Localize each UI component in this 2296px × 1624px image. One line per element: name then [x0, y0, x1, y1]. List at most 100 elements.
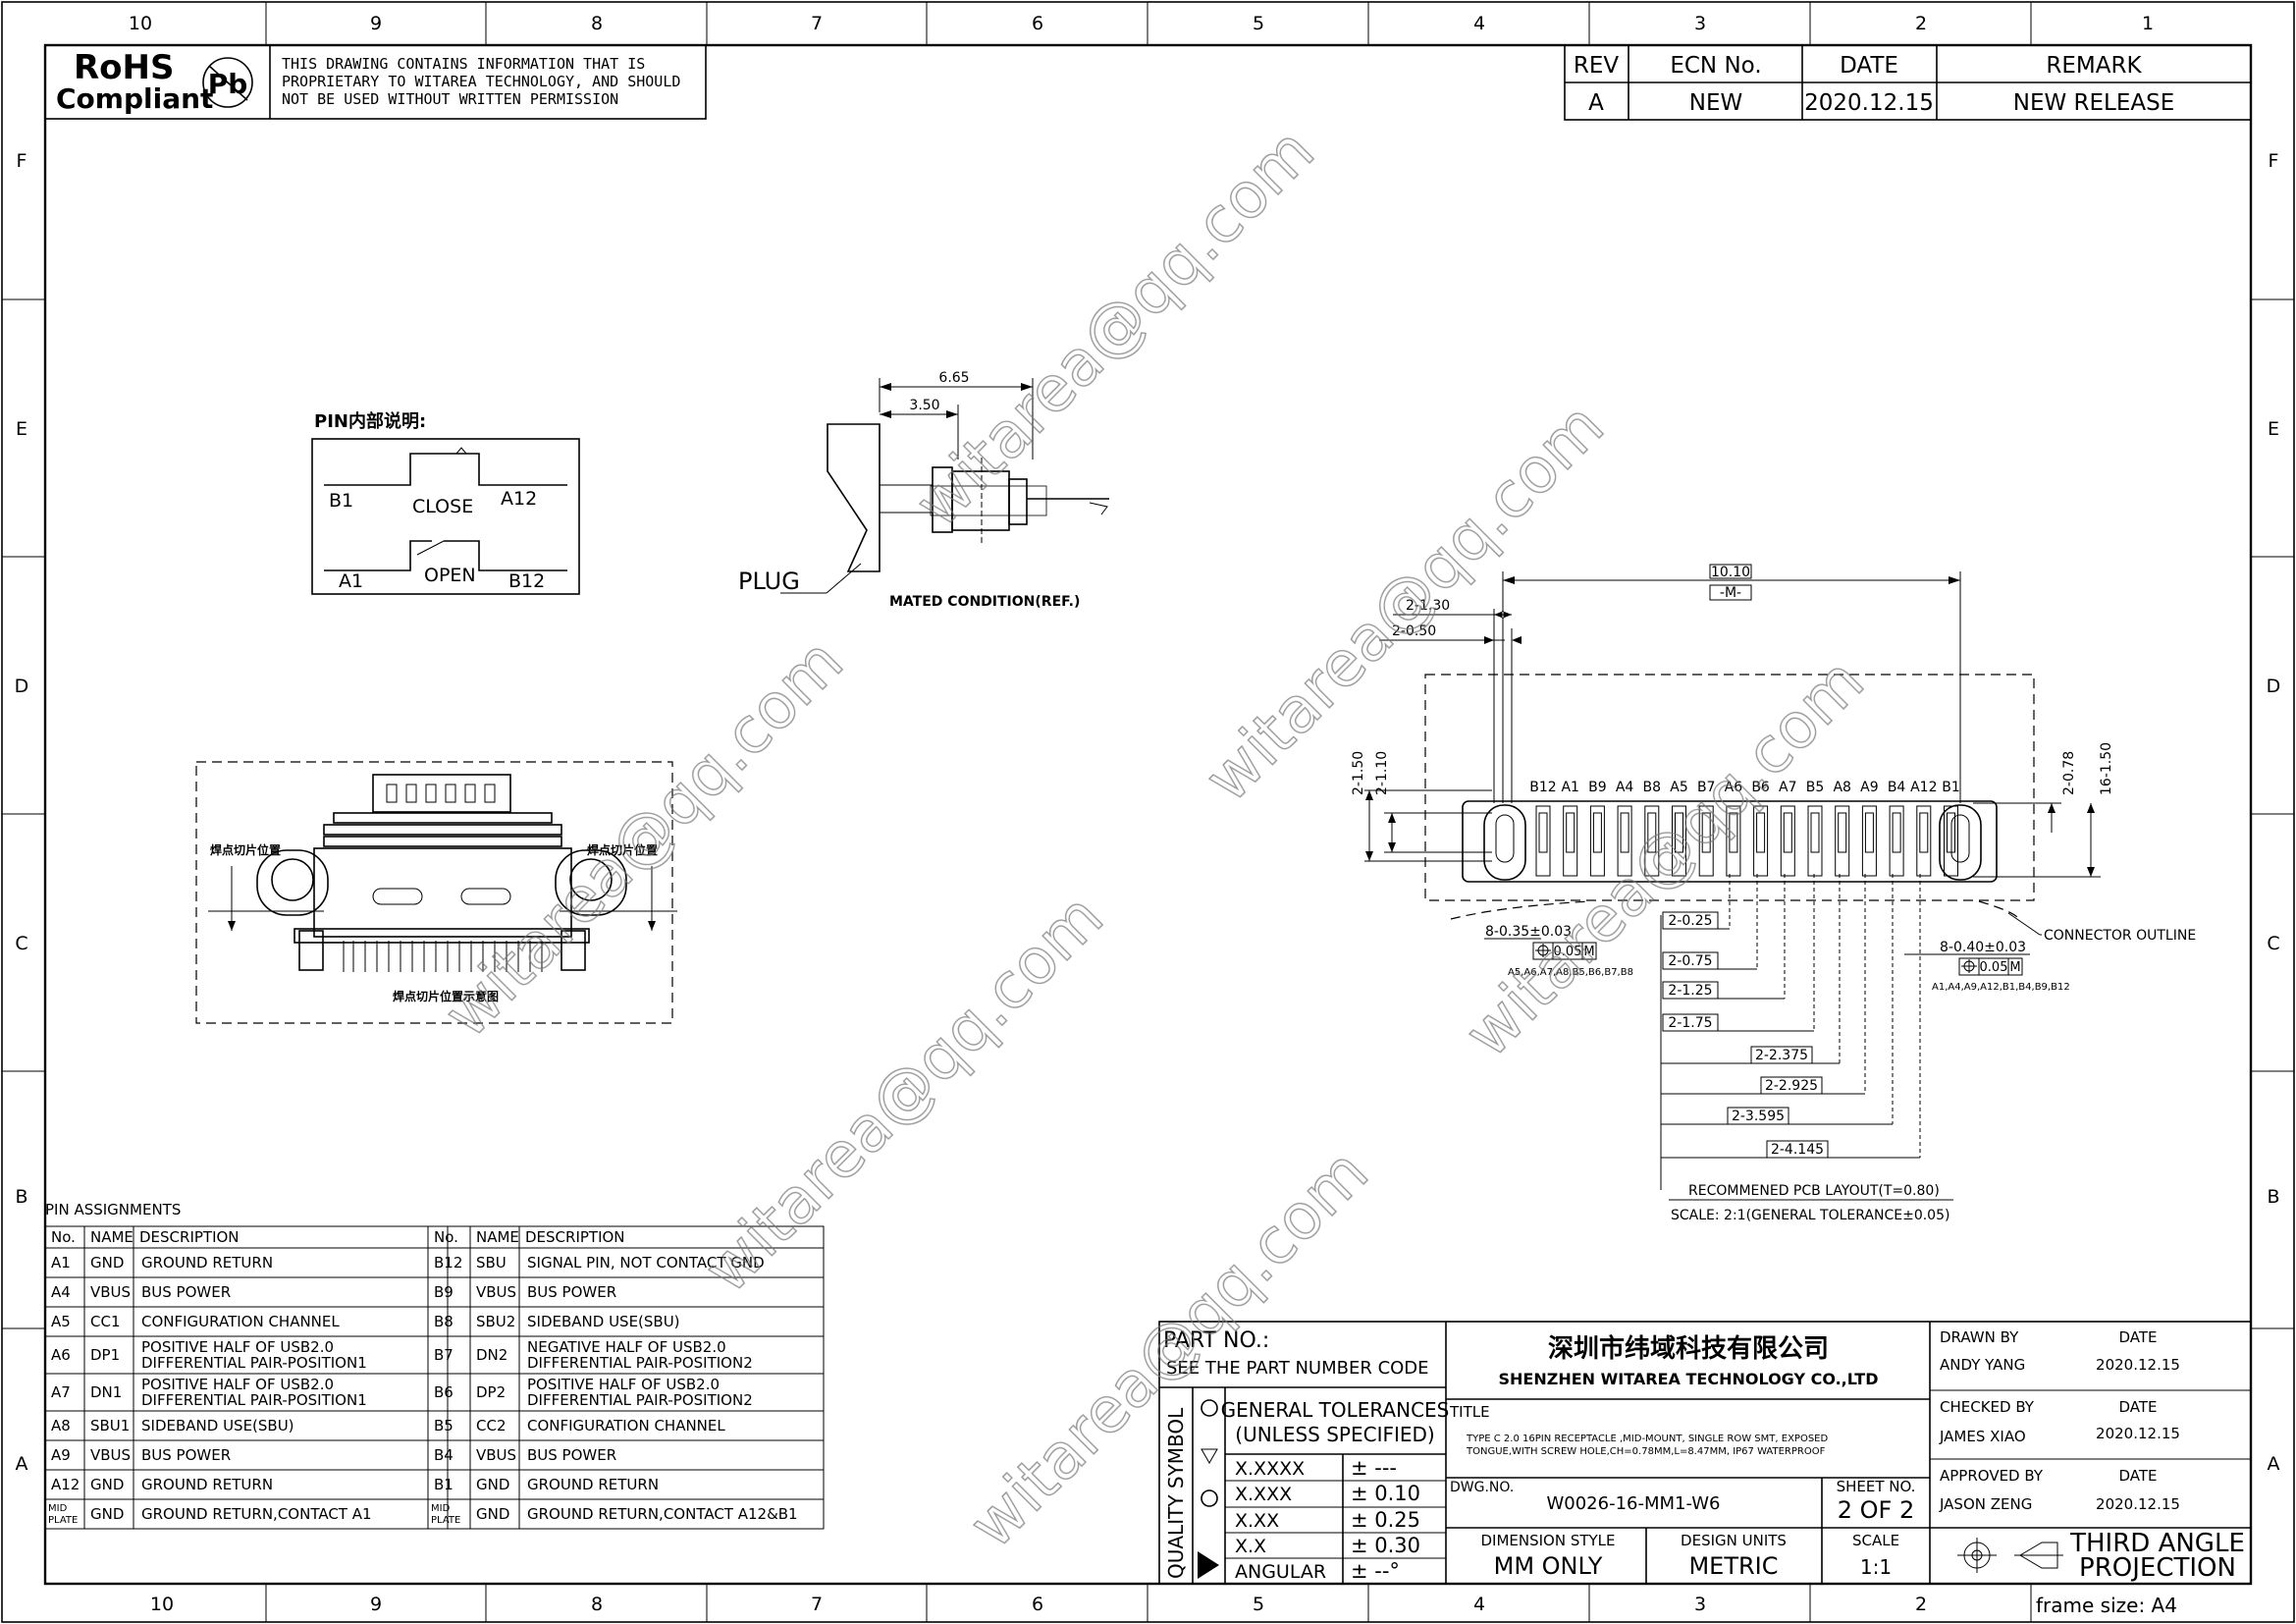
pin-no: B12 — [434, 1254, 462, 1272]
zone-rows: F E D C B A F E D C B A — [2, 150, 2294, 1475]
quality-symbol-icons — [1198, 1399, 1219, 1579]
dim-left-h2: 2-1.10 — [1374, 751, 1390, 795]
pin-desc: POSITIVE HALF OF USB2.0 — [141, 1376, 334, 1393]
pin-name: VBUS — [476, 1283, 516, 1301]
pin-desc: GROUND RETURN — [141, 1476, 273, 1493]
offset-dim: 2-4.145 — [1771, 1142, 1824, 1158]
zone-col-bottom: 2 — [1915, 1594, 1927, 1615]
general-tol-label: GENERAL TOLERANCES — [1221, 1398, 1450, 1422]
notice-line: NOT BE USED WITHOUT WRITTEN PERMISSION — [282, 90, 618, 108]
pcb-pad — [1589, 805, 1605, 877]
drawn-by: ANDY YANG — [1940, 1356, 2025, 1374]
zone-col-bottom: 3 — [1694, 1594, 1706, 1615]
pcb-pin-label: B5 — [1806, 780, 1825, 795]
plug-label: PLUG — [738, 568, 800, 595]
pin-table-header: DESCRIPTION — [525, 1228, 625, 1246]
rev-header: DATE — [1840, 53, 1898, 79]
tolerance-value: ± --- — [1351, 1456, 1397, 1480]
large-pad-pins: A1,A4,A9,A12,B1,B4,B9,B12 — [1932, 982, 2070, 993]
offset-dim: 2-2.375 — [1755, 1048, 1808, 1063]
pcb-pad — [1861, 805, 1877, 877]
pcb-pad-inner — [1592, 812, 1602, 853]
pin-name: VBUS — [90, 1283, 131, 1301]
pin-desc: GROUND RETURN — [141, 1254, 273, 1272]
part-no-note: SEE THE PART NUMBER CODE — [1166, 1358, 1429, 1379]
zone-row-left: B — [15, 1186, 27, 1208]
pin-desc: CONFIGURATION CHANNEL — [527, 1417, 725, 1435]
rev-cell: NEW — [1689, 90, 1742, 116]
zone-col-top: 4 — [1473, 13, 1485, 34]
zone-row-left: E — [16, 418, 27, 440]
pin-name: SBU2 — [476, 1313, 515, 1330]
pcb-pin-label: B4 — [1888, 780, 1906, 795]
pin-no: A1 — [51, 1254, 71, 1272]
third-angle-projection-icon — [1957, 1538, 2063, 1573]
pin-table-row — [427, 1498, 825, 1530]
title-text: TYPE C 2.0 16PIN RECEPTACLE ,MID-MOUNT, … — [1466, 1434, 1828, 1444]
pin-name: DN1 — [90, 1383, 122, 1401]
pin-desc: BUS POWER — [141, 1446, 231, 1464]
scale-label: SCALE — [1852, 1532, 1899, 1549]
large-pad-tol: 0.05 — [1980, 960, 2008, 975]
solder-right-label: 焊点切片位置 — [587, 842, 658, 857]
pcb-pad — [1889, 805, 1904, 877]
pin-name: DN2 — [476, 1346, 507, 1364]
zone-row-right: C — [2267, 933, 2279, 954]
zone-col-bottom: 8 — [591, 1594, 603, 1615]
pin-no: MID — [48, 1503, 68, 1514]
rev-header: ECN No. — [1670, 53, 1761, 79]
position-tolerance-icon — [1535, 944, 1551, 957]
large-pad-datum: M — [2009, 960, 2020, 975]
tolerance-value: ± 0.30 — [1351, 1534, 1420, 1557]
pin-internal-diagram: PIN内部说明: B1 CLOSE A12 A1 OPEN B12 — [311, 410, 580, 595]
pcb-pin-label: A1 — [1561, 780, 1578, 795]
pcb-pad-inner — [1729, 812, 1738, 853]
pcb-pin-label: A6 — [1725, 780, 1743, 795]
pin-no: A4 — [51, 1283, 71, 1301]
checked-by-label: CHECKED BY — [1940, 1398, 2035, 1416]
pin-desc: DIFFERENTIAL PAIR-POSITION2 — [527, 1391, 753, 1409]
pcb-scale: SCALE: 2:1(GENERAL TOLERANCE±0.05) — [1671, 1208, 1949, 1223]
pcb-pad-inner — [1892, 812, 1901, 853]
pcb-pad — [1698, 805, 1714, 877]
pin-no: B7 — [434, 1346, 454, 1364]
datum-label: -M- — [1720, 585, 1741, 601]
pin-name: GND — [476, 1505, 509, 1523]
approved-date: 2020.12.15 — [2096, 1495, 2180, 1513]
pin-no: B6 — [434, 1383, 454, 1401]
rohs-block: RoHS Compliant Pb THIS DRAWING CONTAINS … — [44, 44, 707, 120]
zone-row-left: F — [17, 150, 27, 172]
pcb-pin-label: A12 — [1910, 780, 1937, 795]
close-right-pin: A12 — [501, 488, 537, 510]
pin-no: A8 — [51, 1417, 71, 1435]
mated-dim-inner: 3.50 — [909, 398, 939, 413]
zone-col-bottom: 5 — [1253, 1594, 1264, 1615]
offset-dim: 2-1.25 — [1668, 983, 1712, 999]
pcb-pad — [1535, 805, 1551, 877]
pb-symbol: Pb — [208, 68, 248, 100]
zone-row-right: D — [2267, 676, 2281, 697]
drawn-date: 2020.12.15 — [2096, 1356, 2180, 1374]
pin-desc: POSITIVE HALF OF USB2.0 — [141, 1338, 334, 1356]
zone-row-left: A — [16, 1453, 28, 1475]
pcb-pad — [1726, 805, 1741, 877]
title-label: TITLE — [1449, 1403, 1490, 1421]
offset-dims: 2-0.25 2-0.75 2-1.25 2-1.75 2-2.375 2-2.… — [1660, 874, 1921, 1190]
zone-row-left: D — [15, 676, 29, 697]
dim-pitch-b: 2-0.50 — [1392, 623, 1436, 639]
pin-name: DP1 — [90, 1346, 120, 1364]
pcb-pin-label: A7 — [1779, 780, 1796, 795]
company-name-cn: 深圳市纬域科技有限公司 — [1548, 1333, 1829, 1364]
pin-internal-title: PIN内部说明: — [314, 410, 426, 432]
pcb-pad-inner — [1810, 812, 1820, 853]
pin-no: PLATE — [431, 1515, 460, 1526]
small-pad-pins: A5,A6,A7,A8,B5,B6,B7,B8 — [1508, 967, 1633, 978]
zone-col-top: 9 — [370, 13, 382, 34]
checked-date-label: DATE — [2118, 1398, 2157, 1416]
zone-col-top: 8 — [591, 13, 603, 34]
rohs-title: RoHS — [74, 48, 174, 87]
zone-col-bottom: 6 — [1032, 1594, 1043, 1615]
zone-col-top: 3 — [1694, 13, 1706, 34]
pcb-pin-label: B7 — [1697, 780, 1716, 795]
